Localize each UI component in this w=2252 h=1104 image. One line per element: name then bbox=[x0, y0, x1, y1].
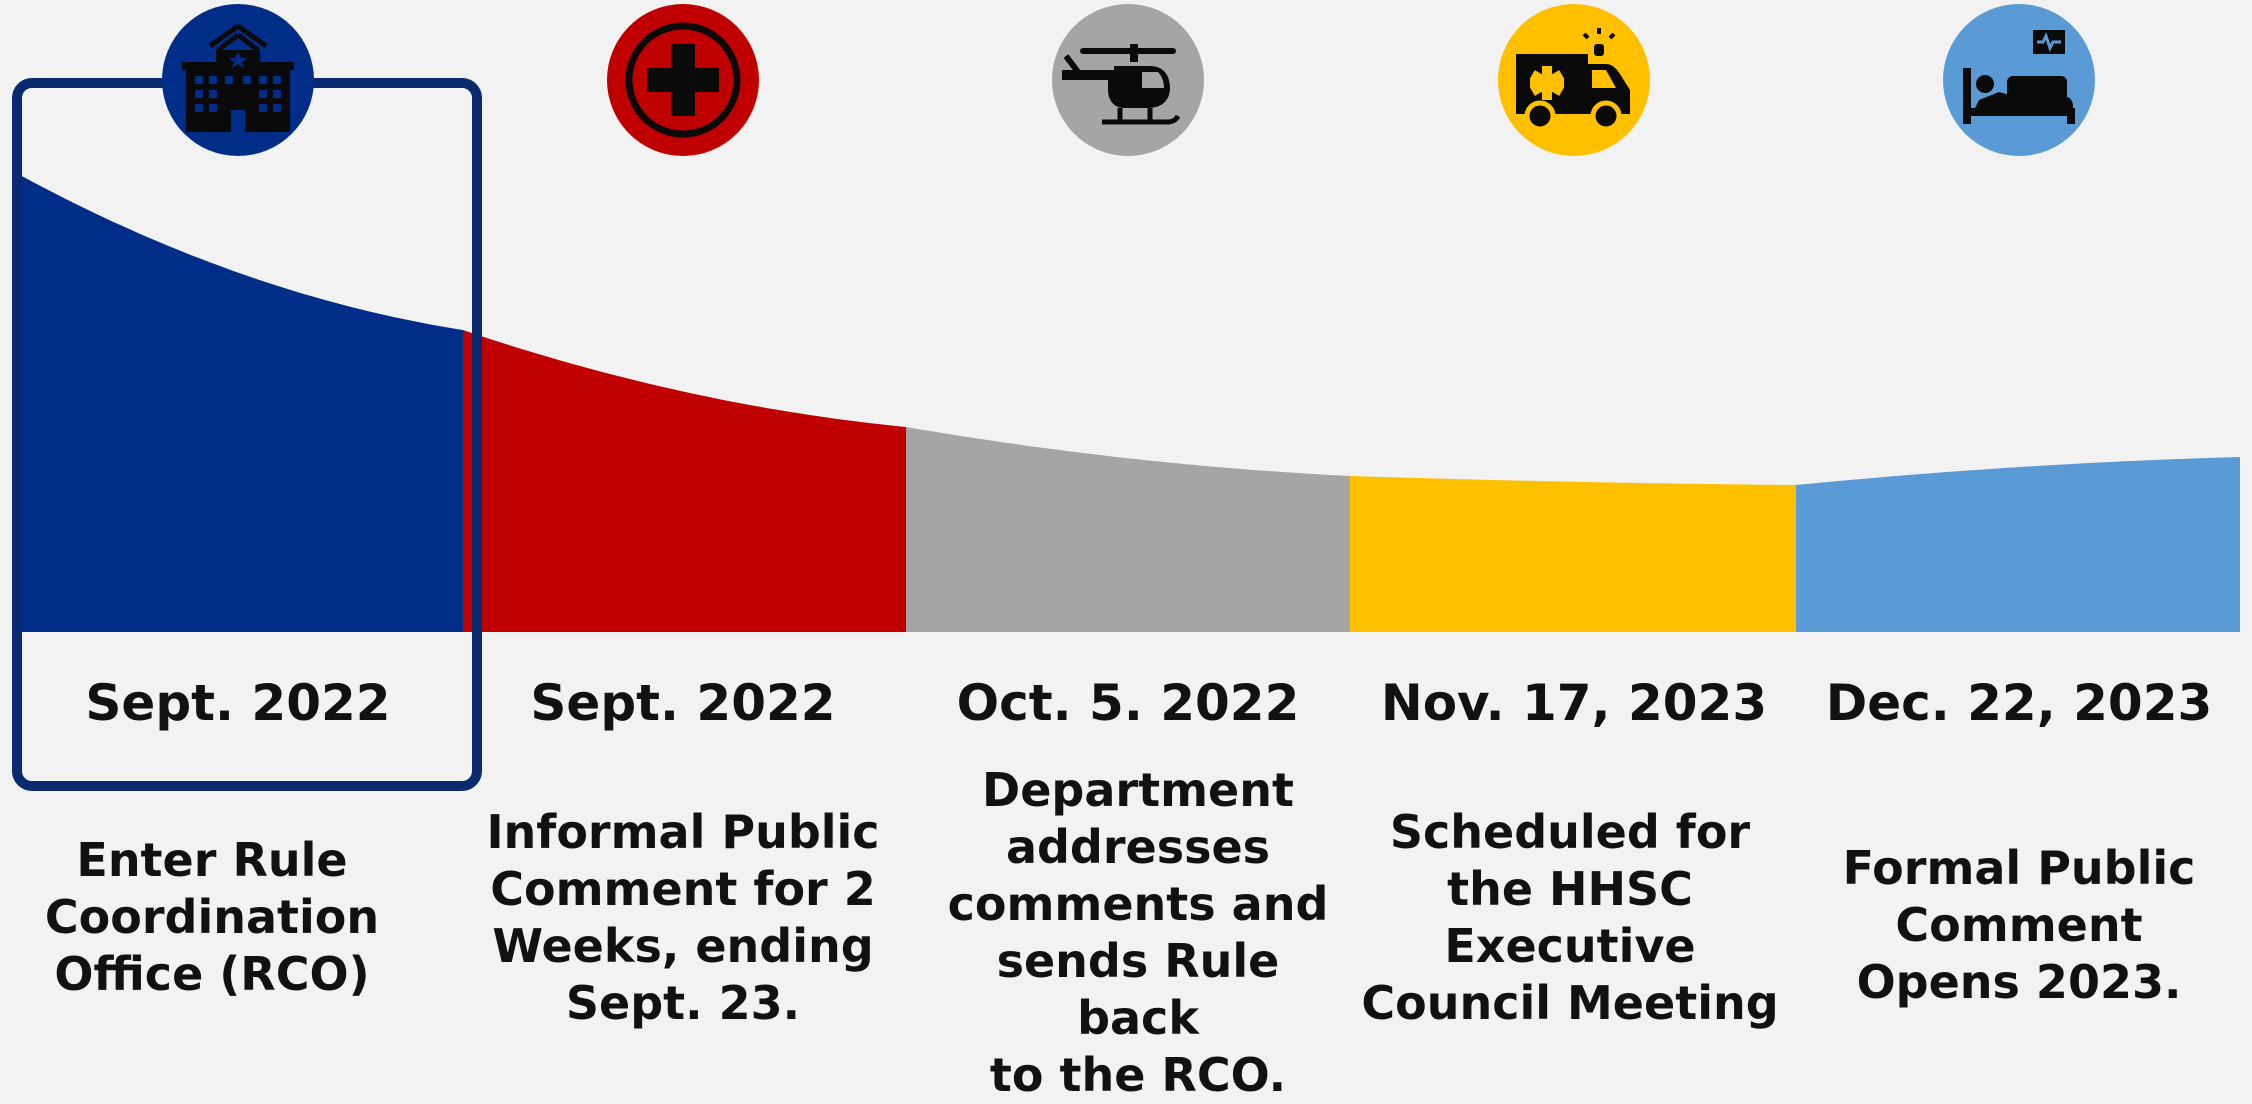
step-2-icon-circle bbox=[607, 4, 759, 156]
hospital-bed-icon bbox=[1943, 4, 2095, 156]
ambulance-icon bbox=[1498, 4, 1650, 156]
step-2-description-line: Sept. 23. bbox=[565, 976, 801, 1030]
step-1-icon-circle bbox=[162, 4, 314, 156]
step-1-date: Sept. 2022 bbox=[85, 674, 391, 732]
step-3-icon-circle bbox=[1052, 4, 1204, 156]
step-2-description-line: Comment for 2 bbox=[490, 862, 876, 916]
step-4-date: Nov. 17, 2023 bbox=[1380, 674, 1768, 732]
step-4-description-line: Council Meeting bbox=[1361, 976, 1779, 1030]
helicopter-icon bbox=[1052, 4, 1204, 156]
step-2-date: Sept. 2022 bbox=[530, 674, 836, 732]
step-2-description-line: Weeks, ending bbox=[492, 919, 874, 973]
step-5-icon-circle bbox=[1943, 4, 2095, 156]
step-1-wave-segment bbox=[18, 174, 463, 632]
step-5-description-line: Formal Public bbox=[1842, 841, 2196, 895]
step-3-description-line: sends Rule back bbox=[996, 934, 1280, 1045]
step-5-wave-segment bbox=[1796, 457, 2240, 632]
step-4-description-line: the HHSC bbox=[1447, 862, 1693, 916]
step-3-description-line: to the RCO. bbox=[989, 1048, 1287, 1102]
step-4-description-line: Executive bbox=[1444, 919, 1696, 973]
step-5-date: Dec. 22, 2023 bbox=[1825, 674, 2213, 732]
step-1-description-line: Enter Rule bbox=[76, 833, 348, 887]
step-3-description-line: addresses bbox=[1005, 820, 1271, 874]
step-2-wave-segment bbox=[463, 330, 906, 632]
step-1-description-line: Coordination bbox=[44, 890, 380, 944]
step-4-description-line: Scheduled for bbox=[1389, 805, 1751, 859]
step-3-description-line: Department bbox=[982, 763, 1294, 817]
medical-cross-icon bbox=[607, 4, 759, 156]
step-5-description-line: Opens 2023. bbox=[1856, 955, 2182, 1009]
step-1-description-line: Office (RCO) bbox=[54, 947, 370, 1001]
timeline-wave-band bbox=[18, 174, 2240, 632]
hospital-building-icon bbox=[162, 4, 314, 156]
step-5-description-line: Comment bbox=[1895, 898, 2143, 952]
step-3-description-line: comments and bbox=[947, 877, 1329, 931]
step-3-date: Oct. 5. 2022 bbox=[956, 674, 1300, 732]
step-3-wave-segment bbox=[906, 427, 1350, 632]
step-2-description-line: Informal Public bbox=[486, 805, 880, 859]
step-4-icon-circle bbox=[1498, 4, 1650, 156]
step-4-wave-segment bbox=[1350, 476, 1796, 632]
